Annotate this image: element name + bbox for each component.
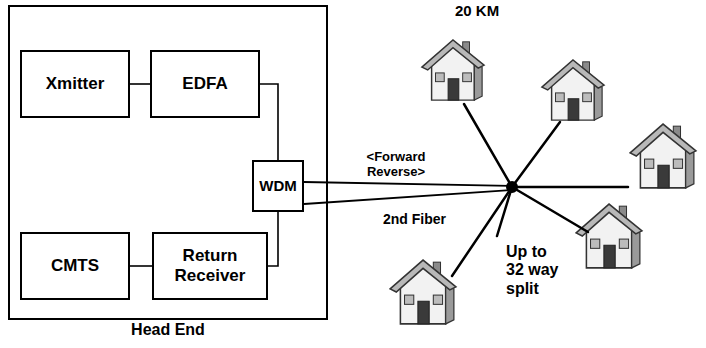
signal-line [260, 84, 278, 160]
signal-line [268, 212, 278, 266]
distance-label: 20 KM [455, 2, 499, 19]
house-icon [542, 60, 604, 120]
receiver-box: Return Receiver [152, 232, 268, 300]
box-label: Xmitter [46, 74, 105, 94]
splitter-dot [506, 181, 518, 193]
house-icon [630, 124, 696, 188]
house-icon [422, 40, 484, 100]
drop-line [497, 187, 512, 236]
group-title: Head End [10, 321, 326, 339]
fiber-line [304, 182, 512, 186]
drop-line [464, 104, 512, 187]
drop-line [452, 187, 512, 276]
wdm-box: WDM [252, 160, 304, 212]
fiber-line [304, 190, 512, 204]
box-label: CMTS [51, 256, 99, 276]
drop-line [512, 186, 628, 189]
cmts-box: CMTS [20, 232, 130, 300]
fiber-direction-label: <Forward Reverse> [360, 150, 432, 180]
amplifier-box: EDFA [150, 50, 260, 118]
box-label: EDFA [182, 74, 227, 94]
signal-line [130, 265, 152, 267]
house-icon [390, 260, 456, 324]
box-label: WDM [259, 177, 297, 194]
signal-line [130, 83, 150, 85]
drop-line [512, 122, 560, 187]
head-end-box: Head EndXmitterEDFAWDMCMTSReturn Receive… [8, 5, 328, 320]
transmitter-box: Xmitter [20, 50, 130, 118]
house-icon [576, 204, 642, 268]
fiber-label: 2nd Fiber [383, 211, 446, 227]
drop-line [512, 187, 588, 232]
box-label: Return Receiver [154, 246, 266, 285]
split-label: Up to 32 way split [506, 243, 564, 298]
